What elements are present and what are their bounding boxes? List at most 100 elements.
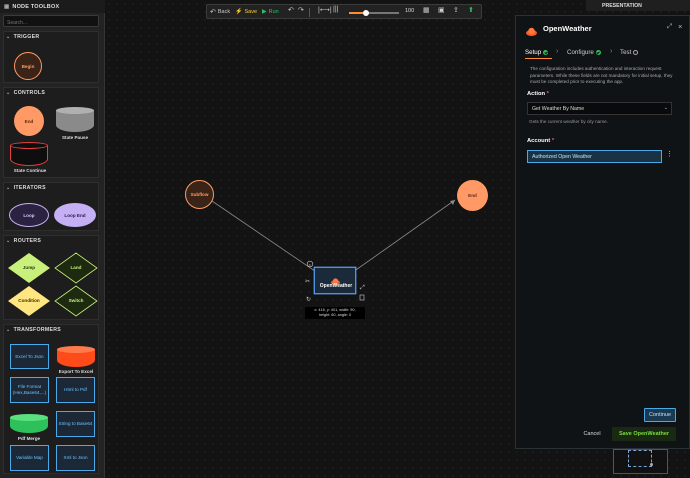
- edge-openweather-end[interactable]: [352, 199, 456, 273]
- toolbox-node-condition[interactable]: [8, 286, 50, 316]
- toolbox-node-pdf-merge[interactable]: [10, 414, 48, 433]
- selection-info-line-2: height: 60, angle: 0: [318, 313, 352, 318]
- chevron-down-icon: ⌄: [663, 105, 668, 111]
- continue-button[interactable]: Continue: [644, 408, 676, 422]
- action-help-text: Gets the current weather by city name.: [529, 119, 608, 124]
- subflow-node[interactable]: Subflow: [185, 180, 214, 209]
- selection-info-line-1: x: 416, y: 401, width: 90,: [314, 308, 356, 312]
- toolbox-node-excel-to-json[interactable]: Excel To Json: [10, 344, 49, 369]
- section-transformers: ⌄TRANSFORMERS Excel To Json Export To Ex…: [3, 324, 99, 474]
- toolbox-search-input[interactable]: [3, 15, 99, 27]
- section-routers-header[interactable]: ⌄ROUTERS: [6, 238, 41, 244]
- svg-text:×: ×: [309, 262, 312, 267]
- tab-configure[interactable]: Configure: [567, 49, 601, 56]
- export-icon[interactable]: ⇪: [453, 7, 459, 14]
- toolbox-node-end[interactable]: End: [14, 106, 44, 136]
- save-button[interactable]: ⚡Save: [235, 8, 257, 16]
- minimap-viewport[interactable]: [628, 450, 652, 467]
- toolbox-node-loop[interactable]: Loop: [9, 203, 49, 227]
- excel-to-json-label: Excel To Json: [15, 353, 44, 359]
- image-icon[interactable]: ▣: [438, 7, 445, 14]
- edge-subflow-openweather[interactable]: [211, 200, 332, 283]
- save-openweather-button[interactable]: Save OpenWeather: [612, 427, 676, 441]
- close-icon[interactable]: ×: [678, 22, 683, 31]
- back-button[interactable]: ↶Back: [210, 8, 230, 16]
- account-select-value: Authorized Open Weather: [532, 154, 592, 160]
- grid-view-icon[interactable]: ▦: [423, 7, 430, 14]
- toolbox-node-switch[interactable]: [54, 285, 98, 317]
- openweather-node[interactable]: OpenWeather: [314, 267, 356, 294]
- undo-icon[interactable]: ↶: [288, 7, 294, 14]
- more-options-icon[interactable]: ⋮: [666, 151, 673, 158]
- toolbox-node-loop-end[interactable]: Loop End: [54, 203, 96, 227]
- back-arrow-icon: ↶: [210, 9, 216, 16]
- toolbox-node-state-pause[interactable]: [56, 107, 94, 132]
- account-label-text: Account: [527, 138, 551, 144]
- selection-handles[interactable]: × ✂ ↻ ⤢: [303, 256, 371, 304]
- upload-icon[interactable]: ⬆: [468, 7, 474, 14]
- toolbox-node-file-format[interactable]: File Format (Hex,Base64,...): [10, 377, 49, 403]
- end-node[interactable]: End: [457, 180, 488, 211]
- section-controls: ⌄CONTROLS End State Pause State Continue: [3, 87, 99, 178]
- router-shapes: [8, 252, 98, 317]
- node-toolbox: ▦NODE TOOLBOX ⌄TRIGGER Begin ⌄CONTROLS E…: [0, 0, 105, 478]
- svg-text:↻: ↻: [306, 296, 311, 303]
- fit-width-icon[interactable]: |⟷|: [318, 7, 332, 14]
- chevron-right-icon: ›: [556, 48, 559, 55]
- action-label-text: Action: [527, 91, 546, 97]
- xml-to-json-label: Xml to Json: [63, 455, 88, 461]
- toolbox-node-jump[interactable]: [8, 253, 50, 283]
- edge-arrowhead: [450, 200, 455, 205]
- minimap-node: [650, 463, 653, 466]
- section-transformers-title: TRANSFORMERS: [13, 327, 62, 333]
- zoom-slider[interactable]: [349, 10, 399, 16]
- play-icon: ▶: [262, 9, 267, 15]
- toolbox-header: ▦NODE TOOLBOX: [0, 0, 105, 13]
- chevron-down-icon: ⌄: [6, 34, 11, 40]
- toolbox-node-state-continue[interactable]: [10, 142, 48, 166]
- run-button[interactable]: ▶Run: [262, 8, 279, 16]
- continue-label: Continue: [648, 412, 672, 418]
- presentation-header[interactable]: PRESENTATION: [586, 0, 690, 11]
- redo-icon[interactable]: ↷: [298, 7, 304, 14]
- land-label: Land: [70, 265, 82, 270]
- chevron-down-icon: ⌄: [6, 185, 11, 191]
- back-label: Back: [217, 9, 231, 15]
- toolbox-node-land[interactable]: [54, 252, 98, 284]
- align-icon[interactable]: |||: [333, 6, 339, 13]
- cancel-label: Cancel: [583, 431, 601, 437]
- minimap[interactable]: [613, 449, 668, 474]
- chevron-right-icon: ›: [610, 48, 613, 55]
- section-controls-header[interactable]: ⌄CONTROLS: [6, 90, 45, 96]
- section-controls-title: CONTROLS: [13, 90, 46, 96]
- selection-geometry-info: x: 416, y: 401, width: 90, height: 60, a…: [305, 307, 365, 319]
- section-iterators-header[interactable]: ⌄ITERATORS: [6, 185, 46, 191]
- section-transformers-header[interactable]: ⌄TRANSFORMERS: [6, 327, 61, 333]
- section-routers-title: ROUTERS: [13, 238, 42, 244]
- zoom-slider-thumb[interactable]: [363, 10, 369, 16]
- tab-test[interactable]: Test: [620, 49, 639, 56]
- section-trigger: ⌄TRIGGER Begin: [3, 31, 99, 83]
- toolbar-divider: [309, 8, 310, 17]
- begin-label: Begin: [21, 63, 35, 69]
- action-label: Action *: [527, 91, 549, 97]
- action-select[interactable]: Get Weather By Name ⌄: [527, 102, 672, 115]
- toolbox-node-html-to-pdf[interactable]: Html to Pdf: [56, 377, 95, 403]
- account-label: Account *: [527, 138, 554, 144]
- toolbox-node-export-to-excel[interactable]: [57, 346, 95, 367]
- tab-setup[interactable]: Setup: [525, 49, 549, 56]
- toolbox-node-variable-map[interactable]: Variable Map: [10, 445, 49, 471]
- section-trigger-header[interactable]: ⌄TRIGGER: [6, 34, 39, 40]
- svg-text:⤢: ⤢: [360, 284, 365, 291]
- html-to-pdf-label: Html to Pdf: [64, 387, 87, 393]
- state-pause-label: State Pause: [61, 135, 89, 140]
- cancel-button[interactable]: Cancel: [576, 427, 608, 441]
- section-routers: ⌄ROUTERS Jump Land Condition Switch: [3, 235, 99, 320]
- toolbox-node-xml-to-json[interactable]: Xml to Json: [56, 445, 95, 471]
- account-select[interactable]: Authorized Open Weather: [527, 150, 662, 163]
- toolbox-node-string-to-base64[interactable]: String to Base64: [56, 411, 95, 437]
- toolbox-title: NODE TOOLBOX: [12, 4, 60, 10]
- check-circle-icon: [543, 50, 549, 55]
- expand-icon[interactable]: ⤢: [667, 23, 673, 30]
- toolbox-node-begin[interactable]: Begin: [14, 52, 42, 80]
